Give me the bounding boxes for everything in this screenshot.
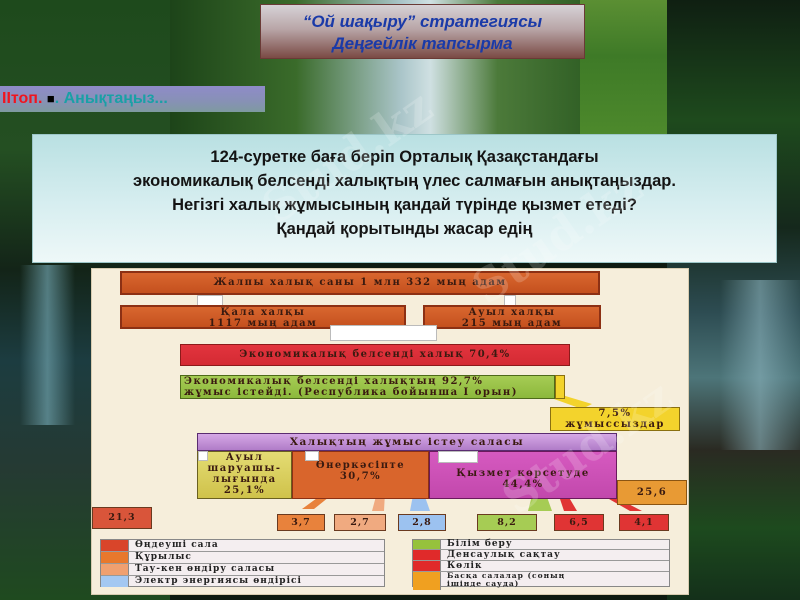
arrow-down-icon — [305, 451, 319, 461]
rural-population-block: Ауыл халқы 215 мың адам — [423, 305, 601, 329]
group-number: IIтоп. — [2, 90, 43, 107]
employed-block: Экономикалық белсенді халықтың 92,7% жұм… — [180, 375, 555, 399]
value-box-transport: 4,1 — [619, 514, 669, 531]
background-forest-right — [580, 0, 667, 140]
group-label-bar: IIтоп. ■. Анықтаңыз... — [0, 86, 265, 112]
urban-value: 1117 мың адам — [208, 318, 318, 329]
bullet-square-icon: ■ — [46, 91, 55, 106]
legend-item: Басқа салалар (соның ішінде сауда) — [413, 572, 669, 590]
legend-swatch — [413, 561, 441, 571]
arrow-down-icon — [438, 451, 478, 463]
industry-label: Өнеркәсіпте — [315, 460, 406, 471]
total-population-block: Жалпы халық саны 1 млн 332 мың адам — [120, 271, 600, 295]
legend-item: Өңдеуші сала — [101, 540, 384, 552]
services-label: Қызмет көрсетуде — [456, 468, 590, 479]
value-box-electricity: 2,8 — [398, 514, 446, 531]
industry-value: 30,7% — [339, 471, 382, 482]
agri-line: шаруашы- — [207, 463, 282, 474]
group-task-label: Анықтаңыз... — [63, 90, 168, 107]
sectors-header-text: Халықтың жұмыс істеу саласы — [289, 436, 525, 448]
arrow-down-icon — [330, 325, 437, 341]
value-text: 21,3 — [108, 512, 136, 523]
legend-item: Құрылыс — [101, 552, 384, 564]
legend-item: Денсаулық сақтау — [413, 550, 669, 561]
slide-title-line2: Деңгейлік тапсырма — [332, 34, 513, 53]
agri-line: Ауыл — [225, 452, 264, 463]
value-text: 6,5 — [569, 517, 589, 528]
rural-value: 215 мың адам — [461, 318, 563, 329]
legend-item: Көлік — [413, 561, 669, 572]
legend-right: Білім беру Денсаулық сақтау Көлік Басқа … — [412, 539, 670, 590]
employed-line2: жұмыс істейді. (Республика бойынша I оры… — [184, 387, 518, 398]
legend-item: Электр энергиясы өндірісі — [101, 576, 384, 587]
background-waterfall-left — [20, 265, 75, 425]
legend-swatch — [101, 576, 129, 587]
legend-swatch — [101, 552, 129, 563]
legend-label: Тау-кен өндіру саласы — [135, 564, 276, 574]
legend-swatch — [413, 572, 441, 590]
value-text: 2,8 — [412, 517, 432, 528]
question-line: экономикалық белсенді халықтың үлес салм… — [133, 172, 676, 190]
legend-label: Денсаулық сақтау — [447, 550, 561, 560]
legend-item: Тау-кен өндіру саласы — [101, 564, 384, 576]
other-sectors-value-block: 25,6 — [617, 480, 687, 505]
background-waterfall-right — [720, 280, 800, 450]
question-line: Негізгі халық жұмысының қандай түрінде қ… — [172, 196, 637, 214]
econ-active-text: Экономикалық белсенді халық 70,4% — [239, 349, 511, 360]
value-box-education: 8,2 — [477, 514, 537, 531]
urban-population-block: Қала халқы 1117 мың адам — [120, 305, 406, 329]
unemployed-sliver — [555, 375, 565, 399]
unemployed-block: 7,5% жұмыссыздар — [550, 407, 680, 431]
value-box-manufacturing: 21,3 — [92, 507, 152, 529]
legend-label: Білім беру — [447, 539, 513, 549]
population-employment-diagram: Жалпы халық саны 1 млн 332 мың адам Қала… — [91, 268, 689, 595]
urban-label: Қала халқы — [220, 307, 306, 318]
legend-label: Өңдеуші сала — [135, 540, 219, 550]
agri-line: лығында — [212, 474, 277, 485]
legend-label: Көлік — [447, 561, 483, 571]
employed-line1: Экономикалық белсенді халықтың 92,7% — [184, 376, 484, 387]
value-text: 3,7 — [291, 517, 311, 528]
question-text-box: 124-суретке баға беріп Орталық Қазақстан… — [32, 134, 777, 263]
legend-label: Құрылыс — [135, 552, 192, 562]
slide-title-line1: “Ой шақыру” стратегиясы — [302, 12, 543, 31]
rural-label: Ауыл халқы — [468, 307, 556, 318]
value-text: 8,2 — [497, 517, 517, 528]
group-sep: . — [54, 90, 60, 107]
legend-swatch — [101, 540, 129, 551]
unemployed-label: жұмыссыздар — [565, 419, 665, 430]
unemployed-value: 7,5% — [598, 408, 632, 419]
value-text: 2,7 — [350, 517, 370, 528]
agri-value: 25,1% — [223, 485, 266, 496]
total-population-text: Жалпы халық саны 1 млн 332 мың адам — [213, 277, 507, 288]
question-line: 124-суретке баға беріп Орталық Қазақстан… — [210, 148, 599, 166]
value-box-mining: 2,7 — [334, 514, 386, 531]
legend-swatch — [101, 564, 129, 575]
arrow-down-icon — [198, 451, 208, 461]
sectors-header-block: Халықтың жұмыс істеу саласы — [197, 433, 617, 451]
legend-swatch — [413, 540, 441, 549]
legend-label: Басқа салалар (соның ішінде сауда) — [447, 571, 566, 588]
legend-left: Өңдеуші сала Құрылыс Тау-кен өндіру сала… — [100, 539, 385, 587]
value-box-health: 6,5 — [554, 514, 604, 531]
question-line: Қандай қорытынды жасар едің — [276, 220, 533, 238]
econ-active-block: Экономикалық белсенді халық 70,4% — [180, 344, 570, 366]
services-value: 44,4% — [502, 479, 544, 490]
slide-title-banner: “Ой шақыру” стратегиясы Деңгейлік тапсыр… — [260, 4, 585, 59]
agriculture-block: Ауыл шаруашы- лығында 25,1% — [197, 451, 292, 499]
value-box-construction: 3,7 — [277, 514, 325, 531]
value-text: 4,1 — [634, 517, 654, 528]
other-value: 25,6 — [636, 487, 668, 498]
legend-item: Білім беру — [413, 540, 669, 550]
legend-label: Электр энергиясы өндірісі — [135, 576, 302, 586]
legend-swatch — [413, 550, 441, 560]
